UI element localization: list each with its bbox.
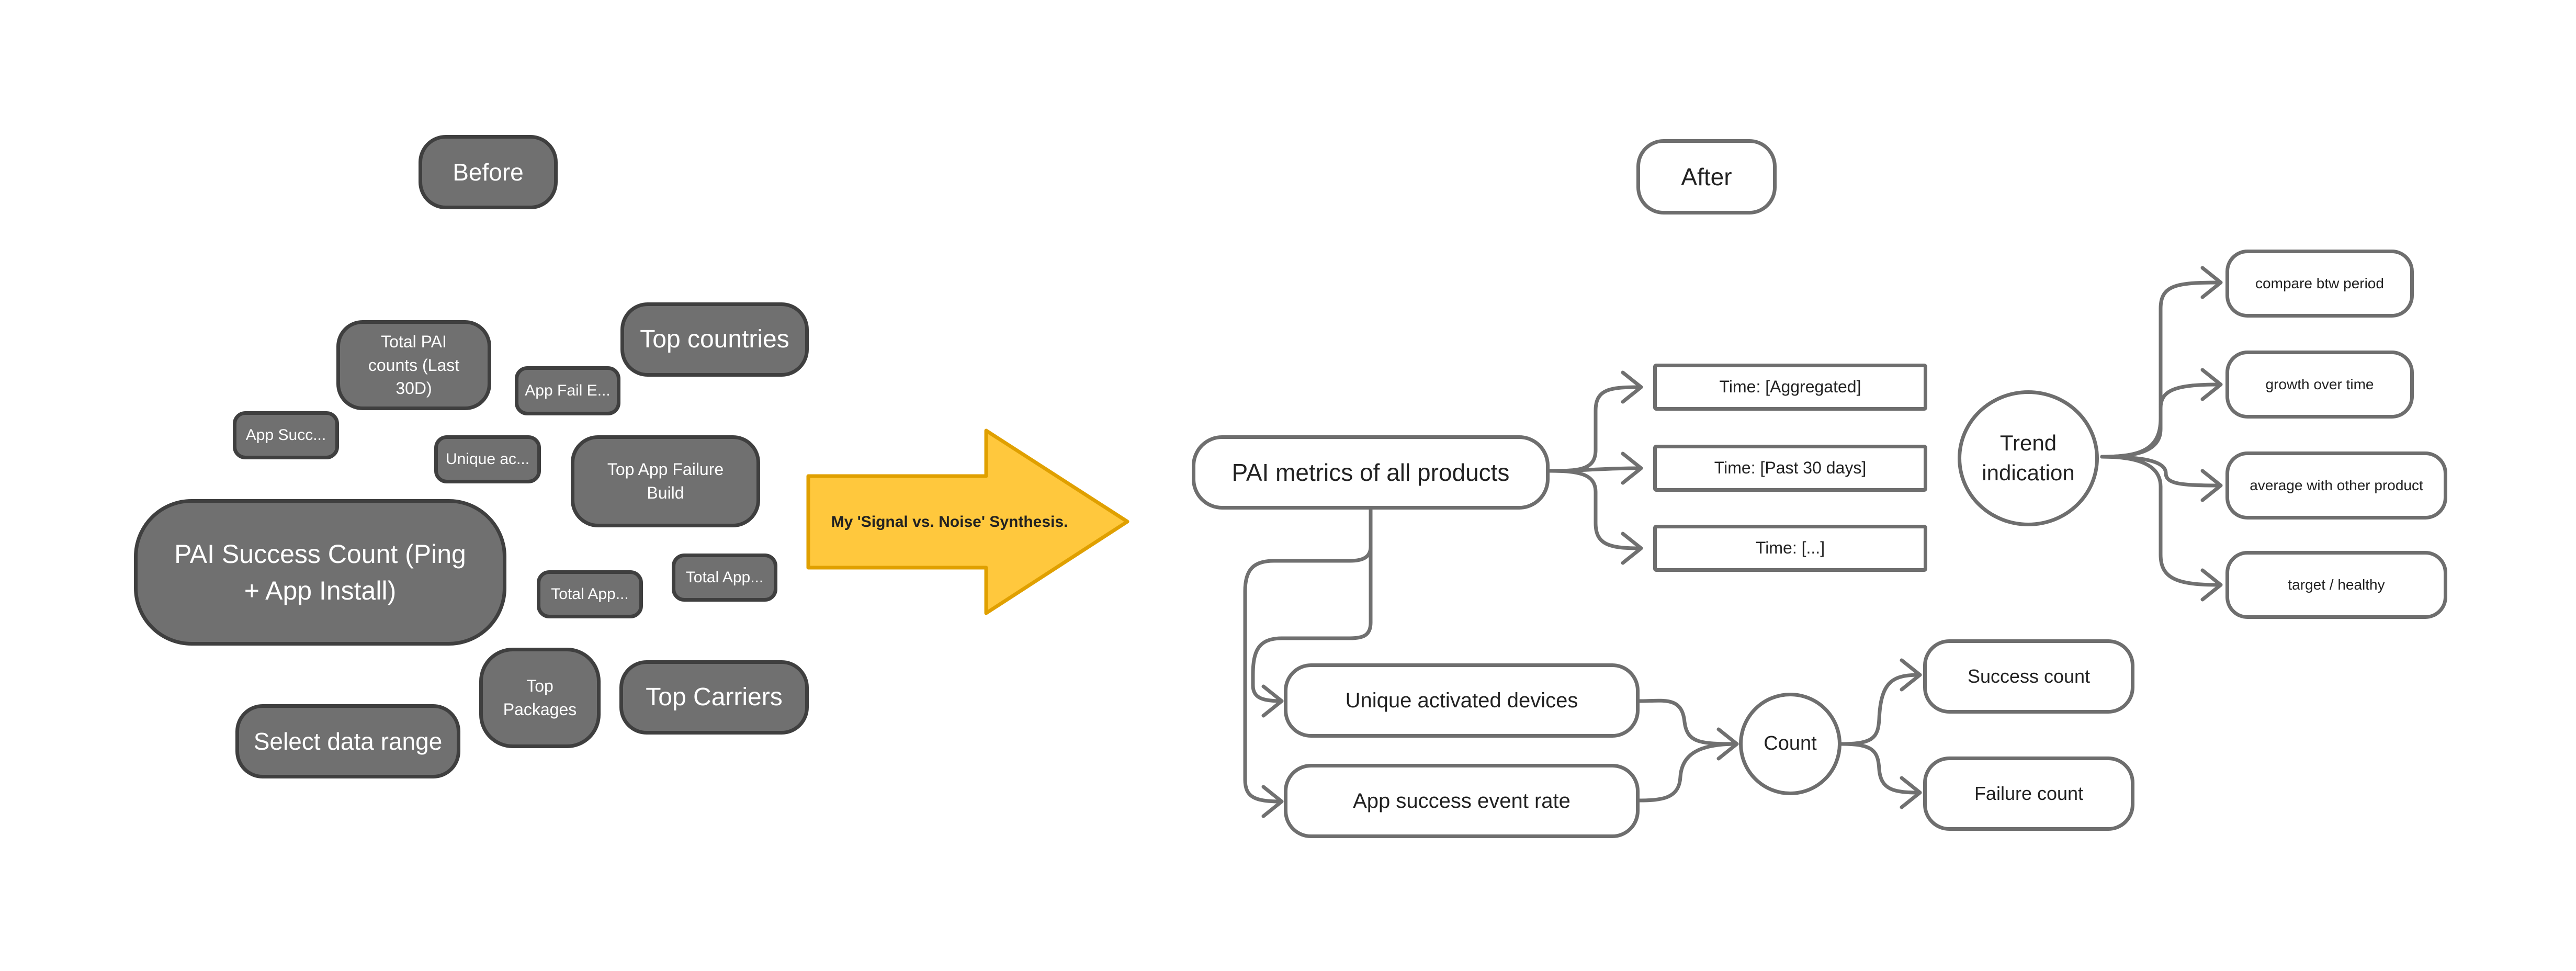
trend-compare-btw-period: compare btw period bbox=[2225, 250, 2414, 318]
trend-target-healthy: target / healthy bbox=[2225, 551, 2447, 619]
connector-unique-devices-to-count bbox=[1636, 698, 1739, 746]
node-total-app-b: Total App... bbox=[672, 554, 777, 602]
node-total-app-a: Total App... bbox=[537, 570, 643, 618]
failure-count-node: Failure count bbox=[1923, 757, 2134, 831]
synthesis-arrow-label: My 'Signal vs. Noise' Synthesis. bbox=[831, 513, 1068, 530]
connector-count-to-failure bbox=[1839, 742, 1922, 795]
connector-pai-to-app-success bbox=[1243, 508, 1373, 804]
time-past-30-days-box: Time: [Past 30 days] bbox=[1653, 445, 1927, 492]
connector-app-success-to-count bbox=[1636, 742, 1739, 803]
synthesis-arrow bbox=[806, 428, 1129, 615]
count-node: Count bbox=[1739, 693, 1841, 795]
time-other-box: Time: [...] bbox=[1653, 525, 1927, 572]
node-top-app-failure-build: Top App Failure Build bbox=[571, 435, 760, 527]
trend-average-with-other-product: average with other product bbox=[2225, 451, 2447, 520]
time-aggregated-box: Time: [Aggregated] bbox=[1653, 364, 1927, 411]
before-title: Before bbox=[419, 135, 558, 209]
node-top-carriers: Top Carriers bbox=[619, 660, 809, 735]
trend-growth-over-time: growth over time bbox=[2225, 351, 2414, 419]
after-title: After bbox=[1636, 139, 1777, 214]
unique-activated-devices-node: Unique activated devices bbox=[1284, 663, 1640, 738]
connector-pai-to-time-other bbox=[1547, 469, 1641, 550]
node-pai-success-count: PAI Success Count (Ping + App Install) bbox=[134, 499, 506, 646]
node-select-data-range: Select data range bbox=[235, 704, 460, 778]
node-unique-ac: Unique ac... bbox=[434, 435, 541, 483]
node-app-fail: App Fail E... bbox=[515, 366, 620, 415]
trend-indication-node: Trend indication bbox=[1958, 390, 2099, 526]
node-app-success: App Succ... bbox=[233, 411, 339, 459]
node-top-packages: Top Packages bbox=[479, 648, 601, 748]
connector-trend-to-target bbox=[2100, 455, 2220, 587]
connector-pai-to-unique-devices bbox=[1251, 508, 1373, 703]
success-count-node: Success count bbox=[1923, 639, 2134, 714]
node-top-countries: Top countries bbox=[620, 302, 809, 377]
node-total-pai-counts: Total PAI counts (Last 30D) bbox=[336, 320, 491, 410]
connector-count-to-success bbox=[1839, 673, 1922, 746]
pai-metrics-node: PAI metrics of all products bbox=[1192, 435, 1550, 510]
connector-trend-to-growth bbox=[2100, 382, 2220, 459]
app-success-event-rate-node: App success event rate bbox=[1284, 764, 1640, 838]
